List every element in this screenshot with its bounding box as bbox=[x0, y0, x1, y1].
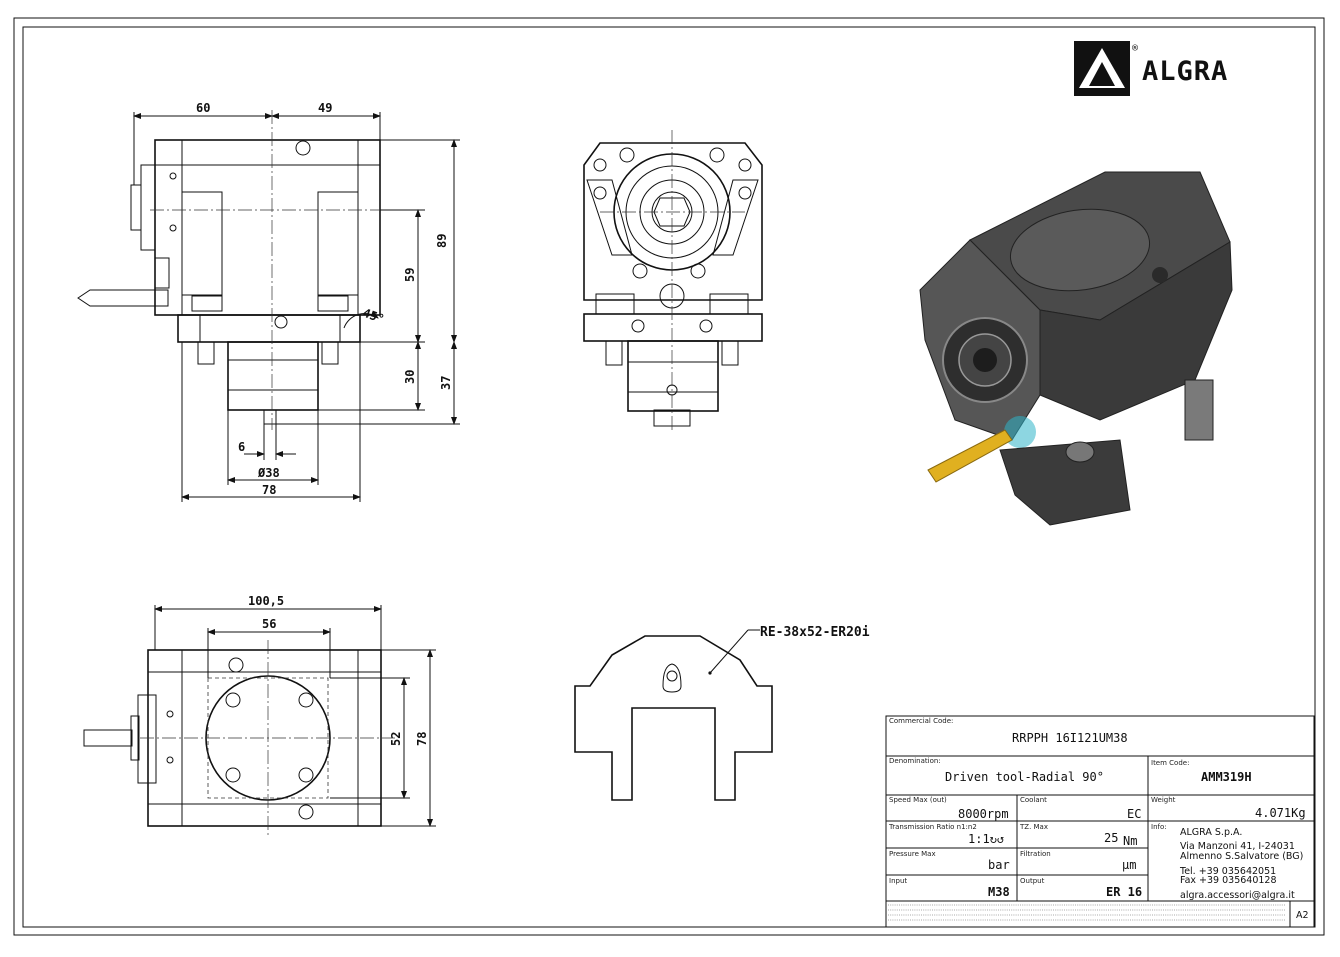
dim-56: 56 bbox=[262, 617, 276, 631]
coolant-value: EC bbox=[1127, 807, 1141, 821]
dim-78-bottom: 78 bbox=[415, 732, 429, 746]
speed-max-value: 8000rpm bbox=[958, 807, 1009, 821]
bottom-view-dimensions: 100,5 56 52 78 bbox=[154, 594, 436, 827]
bolt-bottom-1 bbox=[225, 692, 241, 708]
denomination-label: Denomination: bbox=[889, 757, 941, 765]
info-address2: Almenno S.Salvatore (BG) bbox=[1180, 851, 1303, 862]
dim-89: 89 bbox=[435, 234, 449, 248]
brand-name: ALGRA bbox=[1142, 56, 1228, 87]
filtration-label: Filtration bbox=[1020, 850, 1051, 858]
transmission-label: Transmission Ratio n1:n2 bbox=[888, 823, 977, 831]
side-view bbox=[77, 110, 400, 430]
dim-37: 37 bbox=[439, 376, 453, 390]
info-tel: Tel. +39 035642051 bbox=[1179, 866, 1276, 877]
item-code-value: AMM319H bbox=[1201, 770, 1252, 784]
torque-unit: Nm bbox=[1123, 834, 1137, 848]
dim-dia-38: Ø38 bbox=[257, 466, 280, 480]
front-view bbox=[583, 130, 763, 432]
input-label: Input bbox=[889, 877, 907, 885]
brand-registered-mark: ® bbox=[1132, 43, 1139, 54]
info-fax: Fax +39 035640128 bbox=[1180, 875, 1277, 886]
commercial-code-value: RRPPH 16I121UM38 bbox=[1012, 731, 1128, 745]
dim-78: 78 bbox=[262, 483, 276, 497]
fine-print-disclaimer bbox=[888, 904, 1286, 921]
speed-max-label: Speed Max (out) bbox=[889, 796, 947, 804]
bottom-view bbox=[83, 640, 395, 836]
dim-6: 6 bbox=[238, 440, 245, 454]
re-bracket-detail: RE-38x52-ER20i bbox=[574, 625, 870, 801]
isometric-render bbox=[919, 171, 1233, 526]
output-value: ER 16 bbox=[1106, 885, 1142, 899]
dim-30: 30 bbox=[403, 370, 417, 384]
sheet-size: A2 bbox=[1296, 910, 1309, 921]
inner-border bbox=[22, 26, 1316, 928]
pressure-label: Pressure Max bbox=[889, 850, 936, 858]
dim-100-5: 100,5 bbox=[248, 594, 284, 608]
coolant-label: Coolant bbox=[1020, 796, 1047, 804]
pressure-value: bar bbox=[988, 858, 1010, 872]
info-label: Info: bbox=[1151, 823, 1167, 831]
input-value: M38 bbox=[988, 885, 1010, 899]
filtration-value: µm bbox=[1122, 858, 1136, 872]
output-label: Output bbox=[1020, 877, 1045, 885]
dim-59: 59 bbox=[403, 268, 417, 282]
torque-label: TZ. Max bbox=[1019, 823, 1048, 831]
dim-60: 60 bbox=[196, 101, 210, 115]
weight-label: Weight bbox=[1151, 796, 1176, 804]
torque-value: 25 bbox=[1104, 831, 1118, 845]
info-address1: Via Manzoni 41, I-24031 bbox=[1180, 841, 1295, 852]
outer-border bbox=[13, 17, 1325, 936]
info-company: ALGRA S.p.A. bbox=[1180, 827, 1242, 838]
denomination-value: Driven tool-Radial 90° bbox=[945, 770, 1104, 784]
dim-49: 49 bbox=[318, 101, 332, 115]
dim-52: 52 bbox=[389, 732, 403, 746]
bolt-tl bbox=[619, 147, 635, 163]
transmission-value: 1:1↻↺ bbox=[968, 832, 1004, 846]
weight-value: 4.071Kg bbox=[1255, 806, 1306, 820]
info-email: algra.accessori@algra.it bbox=[1180, 890, 1295, 901]
algra-logo: ® ALGRA bbox=[1074, 41, 1228, 96]
re-callout-label: RE-38x52-ER20i bbox=[760, 625, 870, 640]
commercial-code-label: Commercial Code: bbox=[889, 717, 953, 725]
side-view-dimensions: 60 49 89 59 30 37 6 Ø38 78 45° bbox=[133, 101, 460, 502]
dim-angle-45: 45° bbox=[361, 306, 386, 327]
title-block: Commercial Code: RRPPH 16I121UM38 Denomi… bbox=[885, 715, 1315, 928]
item-code-label: Item Code: bbox=[1151, 759, 1189, 767]
